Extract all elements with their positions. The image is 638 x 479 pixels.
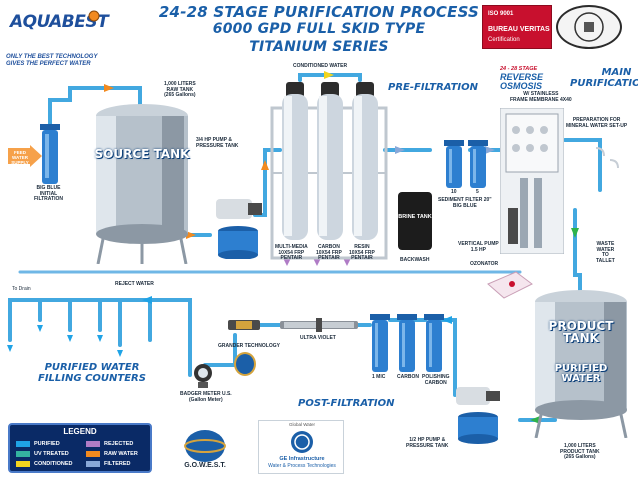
main-purification-line2: PURIFICATION <box>570 77 638 89</box>
main-purification-heading: MAIN PURIFICATION <box>570 67 638 89</box>
gowest-logo: G.O.W.E.S.T. <box>168 424 242 474</box>
pump-3-4hp <box>212 195 268 260</box>
ge-logo: Global Water GE Infrastructure Water & P… <box>258 420 344 474</box>
pre-filtration-heading: PRE-FILTRATION <box>388 82 478 93</box>
legend-item-conditioned: CONDITIONED <box>34 461 73 467</box>
brand-name: AQUABEST <box>10 12 109 32</box>
pump-1-2hp <box>452 385 506 445</box>
certification-text: Certification <box>488 37 520 43</box>
legend-swatch-rejected <box>86 441 100 447</box>
backwash-label: BACKWASH <box>400 257 430 263</box>
legend-swatch-filtered <box>86 461 100 467</box>
reverse-osmosis-unit <box>499 107 565 255</box>
ultra-violet-unit <box>280 318 358 332</box>
ozonator-label: OZONATOR <box>470 261 499 267</box>
title-line1: 24-28 STAGE PURIFICATION PROCESS <box>158 3 480 21</box>
gowest-text: G.O.W.E.S.T. <box>184 462 226 469</box>
sediment-filter-caption: SEDIMENT FILTER 20" BIG BLUE <box>438 197 492 209</box>
resin-caption: RESIN 10X54 FRP PENTAIR <box>349 244 375 261</box>
ozonator-unit <box>486 270 534 300</box>
title-line2: 6000 GPD FULL SKID TYPE <box>212 21 426 37</box>
brine-tank-label: BRINE TANK <box>398 214 432 220</box>
feed-water-arrow: FEED WATER SUPPLY <box>8 145 42 167</box>
legend-title: LEGEND <box>63 427 97 436</box>
pump-half-caption: 1/2 HP PUMP & PRESSURE TANK <box>406 437 449 449</box>
post-filter-carbon <box>397 314 417 372</box>
micron-label: 1 MIC <box>372 374 386 380</box>
waste-water-caption: WASTE WATER TO TALLET <box>596 241 615 264</box>
post-filter-1-micron <box>370 314 390 372</box>
ro-stage-label: 24 - 28 STAGE <box>500 66 538 72</box>
post-filter-polishing-carbon <box>424 314 444 372</box>
legend-item-filtered: FILTERED <box>104 461 131 467</box>
multimedia-caption: MULTI-MEDIA 10X54 FRP PENTAIR <box>275 244 308 261</box>
iso-text: ISO 9001 <box>488 11 514 17</box>
raw-tank-caption: 1,000 LITERS RAW TANK (265 Gallons) <box>164 81 196 98</box>
filling-counters-heading: PURIFIED WATER FILLING COUNTERS <box>38 362 146 384</box>
bureau-veritas-seal-icon <box>556 5 622 49</box>
title-line3: TITANIUM SERIES <box>249 39 389 55</box>
filling-counters-line2: FILLING COUNTERS <box>38 373 146 384</box>
reject-water-label: REJECT WATER <box>115 281 154 287</box>
aquabest-logo: AQUABEST <box>6 6 109 48</box>
ge-line1: GE Infrastructure <box>279 456 325 462</box>
legend-item-rejected: REJECTED <box>104 441 134 447</box>
brand-tagline: ONLY THE BEST TECHNOLOGY GIVES THE PERFE… <box>6 54 97 68</box>
ge-line2: Water & Process Technologies <box>268 463 336 469</box>
purified-water-label: PURIFIED WATER <box>554 363 608 384</box>
legend-swatch-purified <box>16 441 30 447</box>
pump-pressure-caption: 3/4 HP PUMP & PRESSURE TANK <box>196 137 239 149</box>
tagline-line1: ONLY THE BEST TECHNOLOGY <box>6 54 98 60</box>
big-blue-filter <box>38 124 62 184</box>
conditioned-water-label: CONDITIONED WATER <box>293 63 348 69</box>
grander-unit <box>228 318 260 332</box>
ultra-violet-label: ULTRA VIOLET <box>300 335 336 341</box>
legend-swatch-raw <box>86 451 100 457</box>
bureau-veritas-text: BUREAU VERITAS <box>488 26 550 33</box>
vertical-pump-caption: VERTICAL PUMP 1.5 HP <box>458 241 499 253</box>
legend-swatch-uv <box>16 451 30 457</box>
legend-item-uv-treated: UV TREATED <box>34 451 69 457</box>
reverse-osmosis-label: REVERSE OSMOSIS <box>500 72 544 91</box>
brand-badge-icon <box>88 10 100 22</box>
legend: LEGEND PURIFIED REJECTED UV TREATED RAW … <box>8 423 152 473</box>
ge-small-text: Global Water <box>288 422 316 427</box>
source-tank: SOURCE TANK <box>92 104 192 265</box>
legend-swatch-conditioned <box>16 461 30 467</box>
grander-portrait-icon <box>234 352 256 376</box>
sediment-5-label: 5 <box>476 189 479 195</box>
badger-meter <box>192 362 214 388</box>
feed-water-label: FEED WATER SUPPLY <box>11 150 29 165</box>
ge-monogram-icon <box>291 431 313 453</box>
legend-item-raw-water: RAW WATER <box>104 451 138 457</box>
product-tank-label: PRODUCT TANK <box>548 319 614 345</box>
polishing-carbon-label: POLISHING CARBON <box>422 374 450 386</box>
iso-certification-badge: ISO 9001 BUREAU VERITAS Certification <box>482 5 552 49</box>
source-tank-label: SOURCE TANK <box>94 147 190 161</box>
grander-label: GRANDER TECHNOLOGY <box>218 343 280 349</box>
legend-item-purified: PURIFIED <box>34 441 60 447</box>
to-drain-label: To Drain <box>12 286 31 292</box>
main-purification-line1: MAIN <box>601 67 632 78</box>
product-tank-caption: 1,000 LITERS PRODUCT TANK (265 Gallons) <box>560 443 600 460</box>
badger-caption: BADGER METER U.S. (Gallon Meter) <box>180 391 232 403</box>
filling-counters-line1: PURIFIED WATER <box>44 362 140 373</box>
multimedia-carbon-resin-skid <box>270 78 388 260</box>
big-blue-label: BIG BLUE INITIAL FILTRATION <box>34 185 63 202</box>
carbon-label: CARBON <box>397 374 419 380</box>
sediment-10-label: 10 <box>451 189 457 195</box>
tagline-line2: GIVES THE PERFECT WATER <box>6 61 91 68</box>
ro-frame-caption: W/ STAINLESS FRAME MEMBRANE 4X40 <box>510 91 572 103</box>
mineral-prep-caption: PREPARATION FOR MINERAL WATER SET-UP <box>566 117 628 129</box>
brine-tank: BRINE TANK <box>398 192 432 250</box>
carbon-frp-caption: CARBON 10X54 FRP PENTAIR <box>316 244 342 261</box>
sediment-filter-5 <box>468 140 488 188</box>
post-filtration-heading: POST-FILTRATION <box>298 398 395 409</box>
product-tank: PRODUCT TANK PURIFIED WATER <box>532 290 630 439</box>
sediment-filter-10 <box>444 140 464 188</box>
